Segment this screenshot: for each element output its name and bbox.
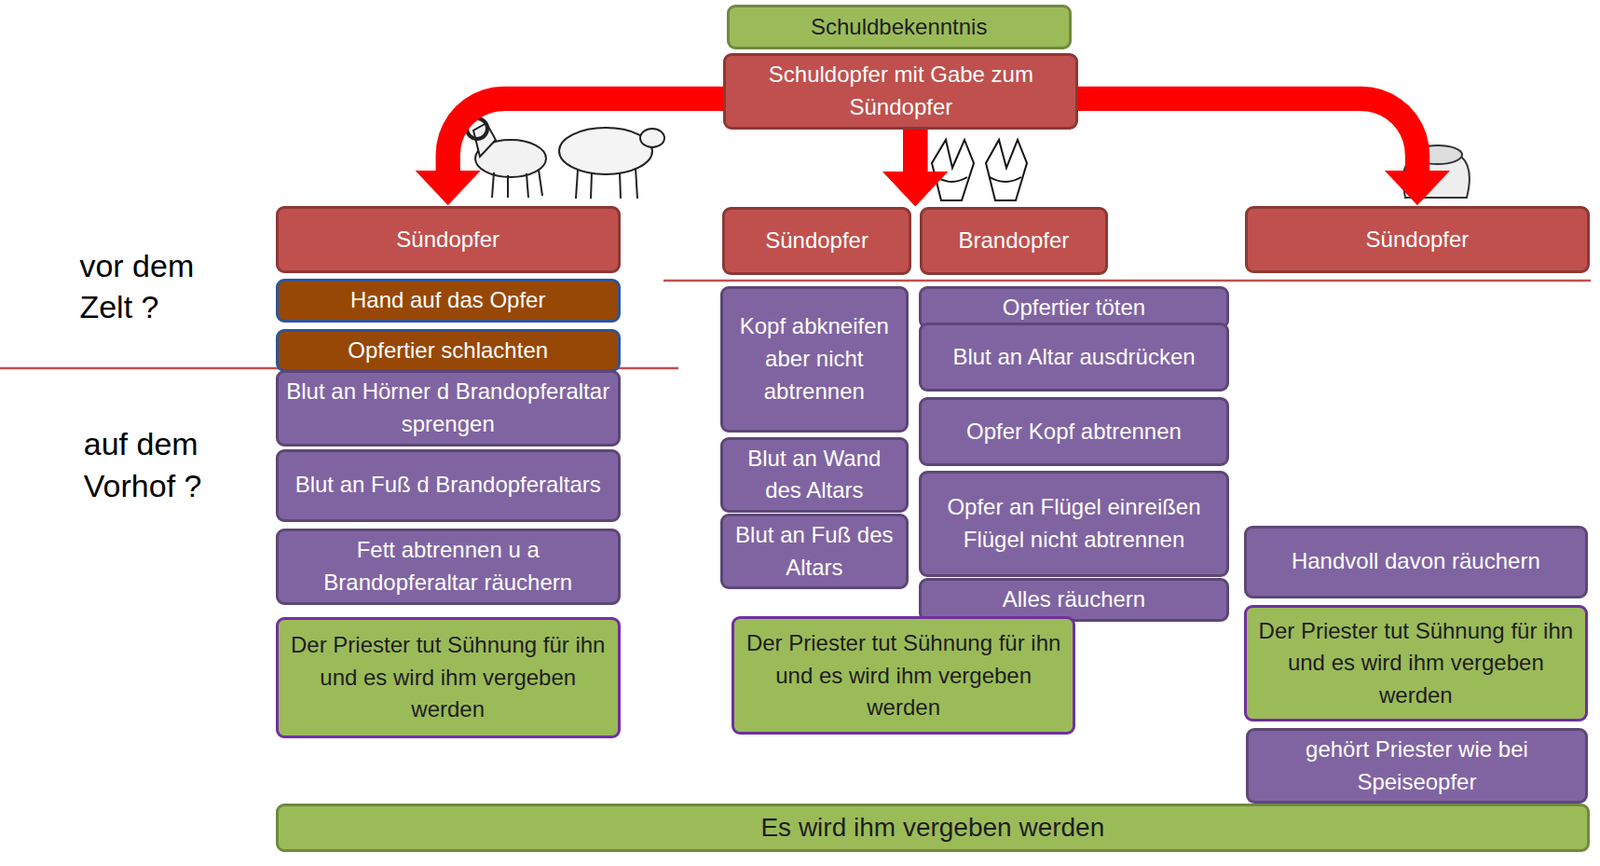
step-box: gehört Priester wie bei Speiseopfer: [1245, 727, 1588, 805]
node-text: Der Priester tut Sühnung für ihn und es …: [741, 627, 1066, 725]
node-text: Schuldopfer mit Gabe zum Sündopfer: [733, 58, 1068, 124]
node-text: gehört Priester wie bei Speiseopfer: [1256, 733, 1578, 799]
node-text: Opfertier töten: [1002, 291, 1146, 325]
header-box: Schuldbekenntnis: [726, 4, 1072, 49]
step-box: Blut an Fuß des Altars: [720, 513, 908, 590]
atonement-box: Der Priester tut Sühnung für ihn und es …: [275, 616, 621, 738]
ram-illustration: [466, 118, 547, 198]
node-text: Brandopfer: [958, 224, 1070, 258]
node-text: Sündopfer: [765, 224, 869, 258]
flow-arrow: [882, 127, 948, 207]
arrow-shaft: [902, 127, 928, 175]
node-text: Sündopfer: [396, 223, 500, 257]
zone-label: auf dem Vorhof ?: [83, 423, 224, 506]
offering-box: Sündopfer: [722, 206, 912, 274]
arrow-head: [1384, 170, 1450, 206]
node-text: Fett abtrennen u a Brandopferaltar räuch…: [286, 533, 611, 600]
node-text: Opfer an Flügel einreißen Flügel nicht a…: [929, 491, 1220, 557]
node-text: Schuldbekenntnis: [810, 11, 987, 44]
result-bar: Es wird ihm vergeben werden: [275, 803, 1590, 853]
node-text: Der Priester tut Sühnung für ihn und es …: [1254, 615, 1578, 712]
node-text: Blut an Hörner d Brandopferaltar sprenge…: [286, 375, 611, 441]
offering-box: Sündopfer: [275, 205, 621, 274]
flow-arrow: [1076, 98, 1450, 206]
node-text: Handvoll davon räuchern: [1291, 545, 1541, 578]
zone-label: vor dem Zelt ?: [79, 245, 219, 328]
step-box: Kopf abkneifen aber nicht abtrennen: [720, 286, 908, 434]
step-box: Fett abtrennen u a Brandopferaltar räuch…: [275, 528, 621, 605]
step-box: Alles räuchern: [918, 577, 1231, 622]
node-text: Kopf abkneifen aber nicht abtrennen: [730, 310, 898, 408]
node-text: Sündopfer: [1366, 223, 1470, 257]
sheep-illustration: [559, 127, 665, 199]
offering-box: Sündopfer: [1244, 205, 1590, 274]
arrow-shaft: [1076, 98, 1418, 173]
node-text: Es wird ihm vergeben werden: [760, 808, 1105, 848]
node-text: Opfer Kopf abtrennen: [966, 415, 1182, 449]
offering-box: Schuldopfer mit Gabe zum Sündopfer: [723, 53, 1079, 130]
arrow-shaft: [902, 127, 928, 175]
node-text: Blut an Fuß d Brandopferaltars: [295, 468, 602, 502]
step-box: Opfertier schlachten: [275, 328, 621, 373]
node-text: Alles räuchern: [1002, 583, 1146, 616]
step-box: Blut an Hörner d Brandopferaltar sprenge…: [275, 369, 621, 447]
flow-arrow: [415, 98, 726, 206]
step-box: Blut an Fuß d Brandopferaltars: [275, 449, 621, 522]
node-text: Der Priester tut Sühnung für ihn und es …: [286, 629, 611, 726]
step-box: Blut an Wand des Altars: [720, 437, 908, 514]
node-text: Opfertier schlachten: [347, 334, 548, 368]
node-text: Blut an Fuß des Altars: [730, 519, 898, 585]
node-text: Blut an Altar ausdrücken: [952, 341, 1195, 374]
step-box: Blut an Altar ausdrücken: [918, 322, 1231, 392]
step-box: Handvoll davon räuchern: [1244, 525, 1588, 599]
arrow-head: [415, 170, 481, 206]
arrow-head: [882, 171, 948, 206]
node-text: Blut an Wand des Altars: [730, 442, 898, 508]
step-box: Opfer an Flügel einreißen Flügel nicht a…: [918, 470, 1231, 577]
offering-box: Brandopfer: [919, 206, 1109, 274]
step-box: Hand auf das Opfer: [275, 278, 621, 323]
atonement-box: Der Priester tut Sühnung für ihn und es …: [731, 615, 1076, 735]
arrow-shaft: [448, 98, 726, 173]
arrow-head: [882, 171, 948, 206]
bird-illustration: [931, 139, 1027, 201]
flow-arrow: [882, 127, 948, 207]
atonement-box: Der Priester tut Sühnung für ihn und es …: [1244, 604, 1588, 722]
node-text: Hand auf das Opfer: [350, 284, 546, 317]
step-box: Opfer Kopf abtrennen: [918, 396, 1231, 466]
